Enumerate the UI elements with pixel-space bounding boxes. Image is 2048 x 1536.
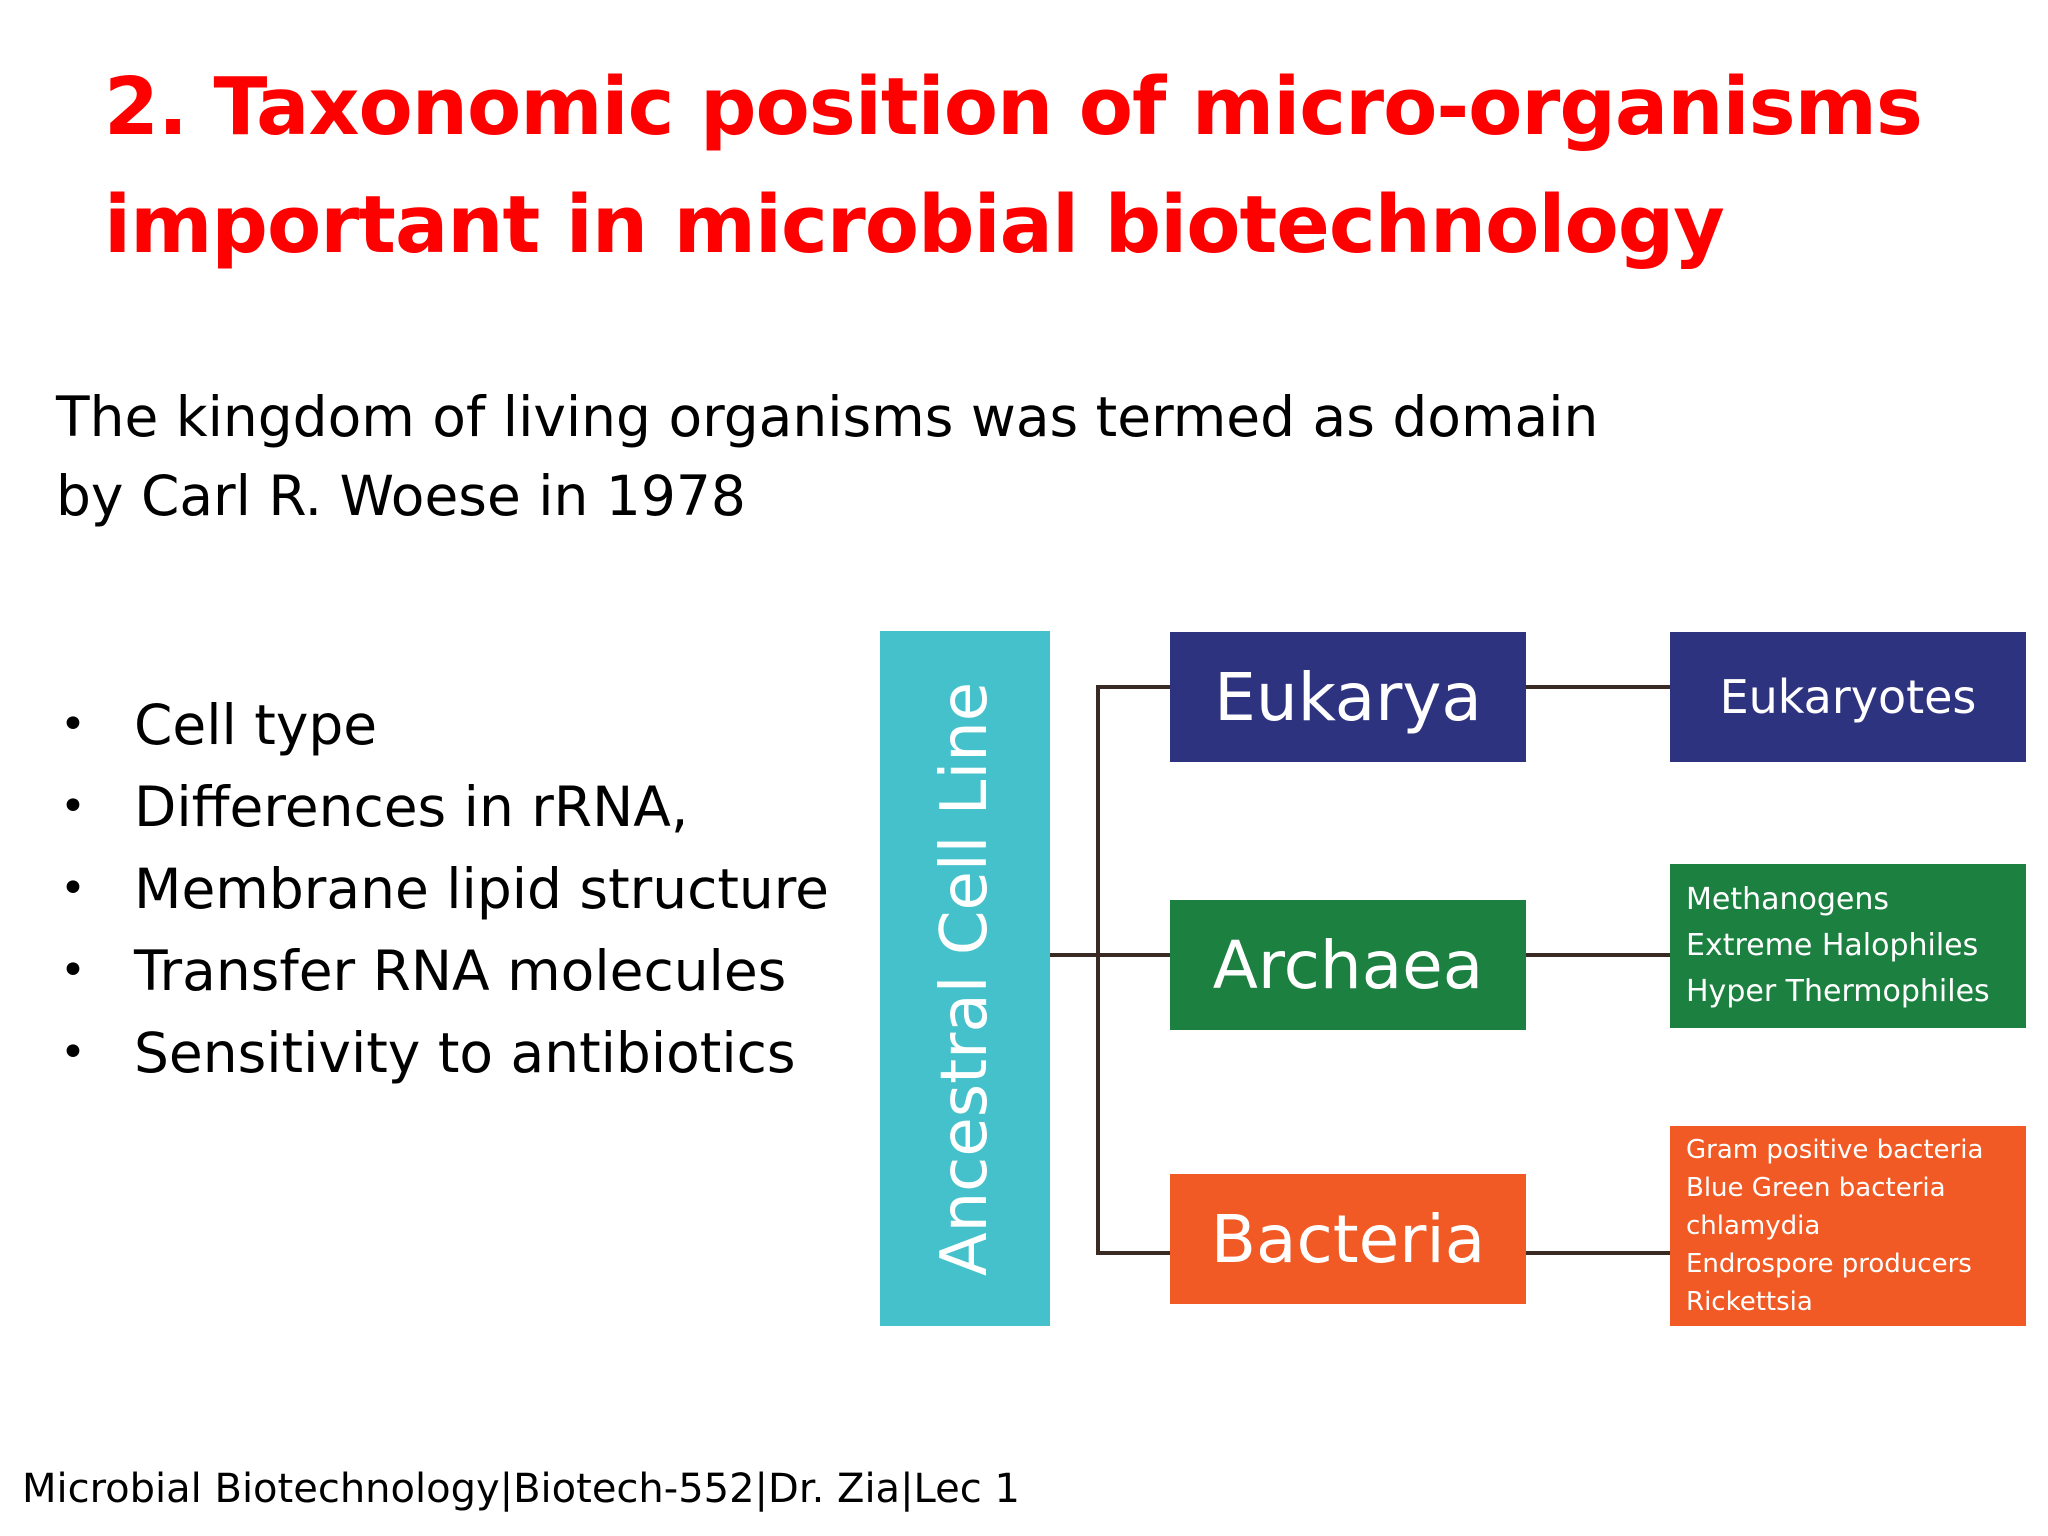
archaea-group: Hyper Thermophiles	[1686, 974, 1990, 1009]
intro-line-2: by Carl R. Woese in 1978	[56, 464, 746, 528]
archaea-group: Methanogens	[1686, 882, 1890, 917]
tree-connectors	[1050, 685, 1670, 1255]
bacteria-group: Endrospore producers	[1686, 1249, 1972, 1279]
slide-title-line-1: 2. Taxonomic position of micro-organisms	[104, 61, 1923, 153]
archaea-box: Archaea	[1170, 900, 1526, 1030]
slide-title-line-2: important in microbial biotechnology	[104, 179, 1725, 271]
bullet-icon: •	[60, 781, 86, 832]
list-item: • Differences in rRNA,	[56, 766, 829, 848]
eukaryotes-label: Eukaryotes	[1719, 670, 1977, 724]
ancestral-cell-line-label: Ancestral Cell Line	[928, 681, 1002, 1276]
list-item: • Transfer RNA molecules	[56, 930, 829, 1012]
list-item-text: Differences in rRNA,	[134, 775, 689, 839]
bullet-icon: •	[60, 699, 86, 750]
bacteria-group: Blue Green bacteria	[1686, 1173, 1946, 1203]
eukaryotes-box: Eukaryotes	[1670, 632, 2026, 762]
archaea-groups-box: Methanogens Extreme Halophiles Hyper The…	[1670, 864, 2026, 1028]
ancestral-cell-line-box: Ancestral Cell Line	[880, 631, 1050, 1326]
bullet-icon: •	[60, 1027, 86, 1078]
criteria-list: • Cell type • Differences in rRNA, • Membra…	[56, 684, 829, 1094]
bullet-icon: •	[60, 945, 86, 996]
intro-line-1: The kingdom of living organisms was term…	[56, 385, 1599, 449]
bacteria-box: Bacteria	[1170, 1174, 1526, 1304]
list-item: • Membrane lipid structure	[56, 848, 829, 930]
list-item: • Sensitivity to antibiotics	[56, 1012, 829, 1094]
bacteria-groups-box: Gram positive bacteria Blue Green bacter…	[1670, 1126, 2026, 1326]
slide-title: 2. Taxonomic position of micro-organisms…	[104, 48, 2004, 284]
bacteria-group: chlamydia	[1686, 1211, 1821, 1241]
eukarya-box: Eukarya	[1170, 632, 1526, 762]
archaea-group: Extreme Halophiles	[1686, 928, 1979, 963]
bacteria-group: Rickettsia	[1686, 1287, 1813, 1317]
list-item-text: Transfer RNA molecules	[134, 939, 787, 1003]
branch-trunk	[1096, 685, 1170, 1255]
domain-tree-diagram: Ancestral Cell Line Eukarya Archaea Bact…	[860, 620, 2040, 1360]
list-item-text: Cell type	[134, 693, 378, 757]
list-item-text: Sensitivity to antibiotics	[134, 1021, 796, 1085]
list-item: • Cell type	[56, 684, 829, 766]
list-item-text: Membrane lipid structure	[134, 857, 830, 921]
intro-paragraph: The kingdom of living organisms was term…	[56, 378, 1756, 536]
bullet-icon: •	[60, 863, 86, 914]
bacteria-group: Gram positive bacteria	[1686, 1135, 1984, 1165]
slide-footer: Microbial Biotechnology|Biotech-552|Dr. …	[22, 1466, 1020, 1512]
